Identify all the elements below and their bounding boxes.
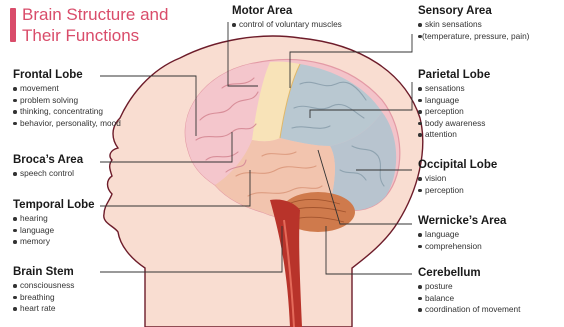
label-temporal-lobe: Temporal Lobe hearing language memory <box>13 198 95 248</box>
list-item: heart rate <box>13 303 74 315</box>
function-list: hearing language memory <box>13 213 95 248</box>
list-item: behavior, personality, mood <box>13 118 121 130</box>
list-item: body awareness <box>418 118 490 130</box>
label-sensory-area: Sensory Area skin sensations (temperatur… <box>418 4 529 42</box>
label-title: Temporal Lobe <box>13 198 95 212</box>
function-list: control of voluntary muscles <box>232 19 342 31</box>
list-item: (temperature, pressure, pain) <box>418 31 529 43</box>
function-list: posture balance coordination of movement <box>418 281 520 316</box>
function-list: movement problem solving thinking, conce… <box>13 83 121 129</box>
list-item: speech control <box>13 168 83 180</box>
list-item: coordination of movement <box>418 304 520 316</box>
list-item: comprehension <box>418 241 506 253</box>
list-item: sensations <box>418 83 490 95</box>
list-item: perception <box>418 106 490 118</box>
list-item: problem solving <box>13 95 121 107</box>
label-title: Frontal Lobe <box>13 68 121 82</box>
label-occipital-lobe: Occipital Lobe vision perception <box>418 158 497 196</box>
label-title: Broca’s Area <box>13 153 83 167</box>
label-title: Brain Stem <box>13 265 74 279</box>
label-title: Cerebellum <box>418 266 520 280</box>
list-item: consciousness <box>13 280 74 292</box>
list-item: memory <box>13 236 95 248</box>
list-item: breathing <box>13 292 74 304</box>
list-item: thinking, concentrating <box>13 106 121 118</box>
list-item: language <box>418 95 490 107</box>
label-brain-stem: Brain Stem consciousness breathing heart… <box>13 265 74 315</box>
list-item: posture <box>418 281 520 293</box>
label-wernickes-area: Wernicke’s Area language comprehension <box>418 214 506 252</box>
label-title: Sensory Area <box>418 4 529 18</box>
label-brocas-area: Broca’s Area speech control <box>13 153 83 180</box>
label-parietal-lobe: Parietal Lobe sensations language percep… <box>418 68 490 141</box>
label-title: Parietal Lobe <box>418 68 490 82</box>
list-item: balance <box>418 293 520 305</box>
list-item: perception <box>418 185 497 197</box>
list-item: control of voluntary muscles <box>232 19 342 31</box>
list-item: attention <box>418 129 490 141</box>
label-title: Motor Area <box>232 4 342 18</box>
list-item: skin sensations <box>418 19 529 31</box>
list-item: movement <box>13 83 121 95</box>
function-list: sensations language perception body awar… <box>418 83 490 141</box>
label-frontal-lobe: Frontal Lobe movement problem solving th… <box>13 68 121 129</box>
label-cerebellum: Cerebellum posture balance coordination … <box>418 266 520 316</box>
label-title: Occipital Lobe <box>418 158 497 172</box>
label-title: Wernicke’s Area <box>418 214 506 228</box>
function-list: skin sensations (temperature, pressure, … <box>418 19 529 42</box>
list-item: hearing <box>13 213 95 225</box>
label-motor-area: Motor Area control of voluntary muscles <box>232 4 342 31</box>
list-item: language <box>418 229 506 241</box>
function-list: speech control <box>13 168 83 180</box>
list-item: vision <box>418 173 497 185</box>
list-item: language <box>13 225 95 237</box>
function-list: language comprehension <box>418 229 506 252</box>
function-list: vision perception <box>418 173 497 196</box>
function-list: consciousness breathing heart rate <box>13 280 74 315</box>
